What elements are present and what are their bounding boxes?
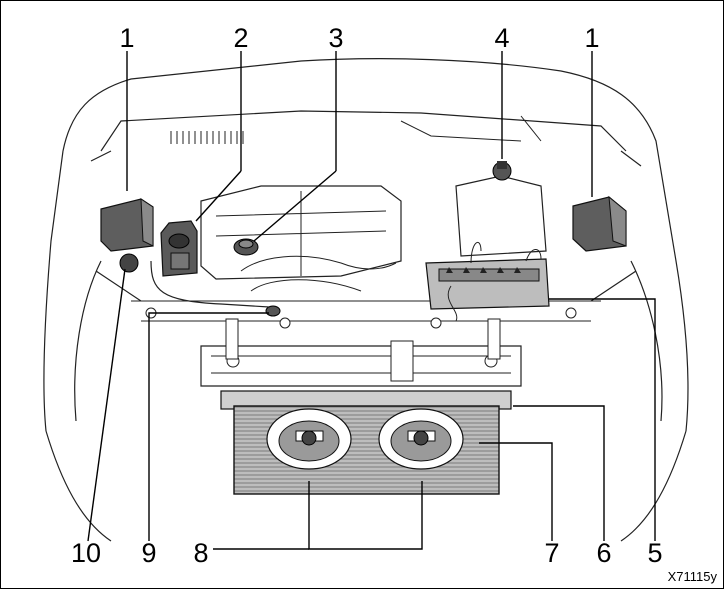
callout-6-condenser: 6 — [596, 538, 611, 568]
electric-cooling-fan-right — [379, 409, 463, 469]
electric-cooling-fan-left — [267, 409, 351, 469]
callout-3-oil-filler: 3 — [328, 23, 343, 53]
figure-code: X71115y — [668, 569, 718, 584]
radiator-support — [146, 308, 576, 386]
callout-2-brake-reservoir: 2 — [233, 23, 248, 53]
callout-4-coolant-reservoir: 4 — [494, 23, 509, 53]
brake-fluid-reservoir — [161, 221, 197, 276]
callout-8-cooling-fans: 8 — [193, 538, 208, 568]
callout-9-radiator-cap: 9 — [141, 538, 156, 568]
washer-fluid-cap — [120, 254, 138, 272]
callout-5-battery: 5 — [647, 538, 662, 568]
callout-1-fuse-box-left: 1 — [119, 23, 134, 53]
fuse-box-right — [573, 197, 626, 251]
callout-10-washer-fluid: 10 — [71, 538, 101, 568]
callout-7-radiator: 7 — [544, 538, 559, 568]
callout-1-fuse-box-right: 1 — [584, 23, 599, 53]
fuse-box-left — [101, 199, 153, 251]
coolant-reservoir — [456, 161, 546, 256]
